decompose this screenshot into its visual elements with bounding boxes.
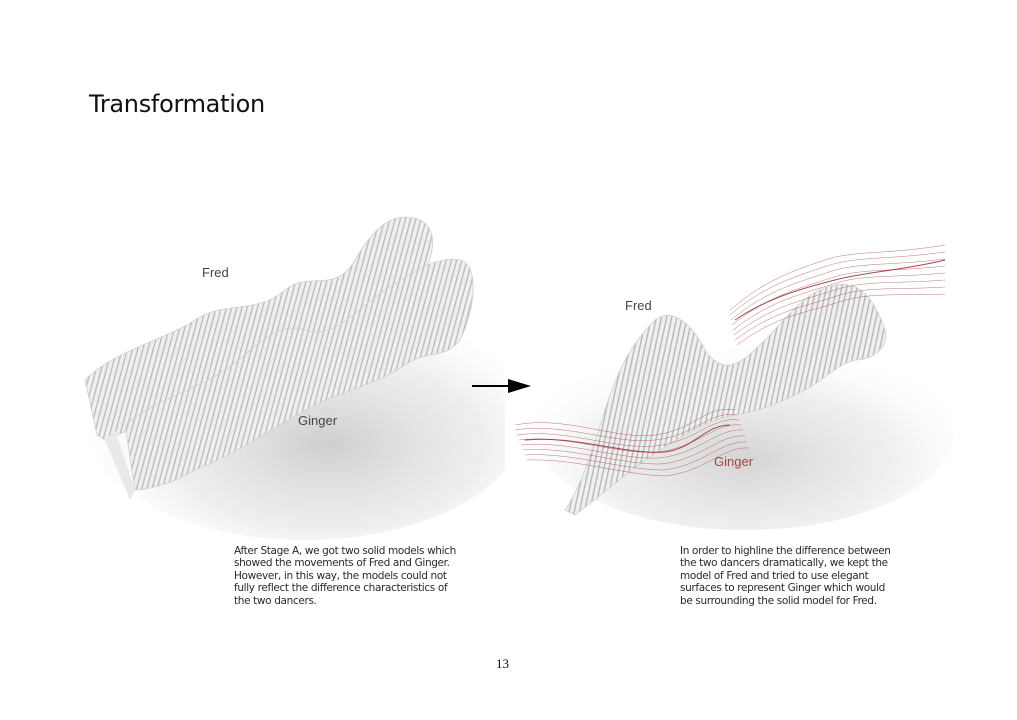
caption-line: model of Fred and tried to use elegant: [680, 569, 869, 582]
caption-line: After Stage A, we got two solid models w…: [234, 545, 456, 557]
caption-line: surfaces to represent Ginger which would: [680, 582, 885, 595]
page-title: Transformation: [89, 90, 265, 118]
solid-models-render: Fred Ginger: [75, 200, 525, 545]
right-caption: In order to highline the difference betw…: [680, 545, 915, 607]
transformed-model-render: Fred Ginger: [505, 240, 955, 530]
caption-line: In order to highline the difference betw…: [680, 545, 891, 557]
solid-models-image: [84, 216, 525, 540]
caption-line: be surrounding the solid model for Fred.: [680, 594, 877, 607]
page-number: 13: [496, 656, 509, 671]
caption-line: the two dancers.: [234, 594, 317, 607]
ginger-label: Ginger: [298, 413, 338, 428]
left-caption: After Stage A, we got two solid models w…: [234, 545, 479, 607]
ginger-label: Ginger: [714, 454, 754, 469]
fred-label: Fred: [625, 298, 652, 313]
right-arrow-icon: [470, 377, 532, 395]
caption-line: showed the movements of Fred and Ginger.: [234, 557, 450, 570]
caption-line: However, in this way, the models could n…: [234, 569, 447, 582]
caption-line: the two dancers dramatically, we kept th…: [680, 557, 888, 570]
fred-label: Fred: [202, 265, 229, 280]
caption-line: fully reflect the difference characteris…: [234, 582, 448, 595]
transformed-model-image: [514, 244, 955, 530]
